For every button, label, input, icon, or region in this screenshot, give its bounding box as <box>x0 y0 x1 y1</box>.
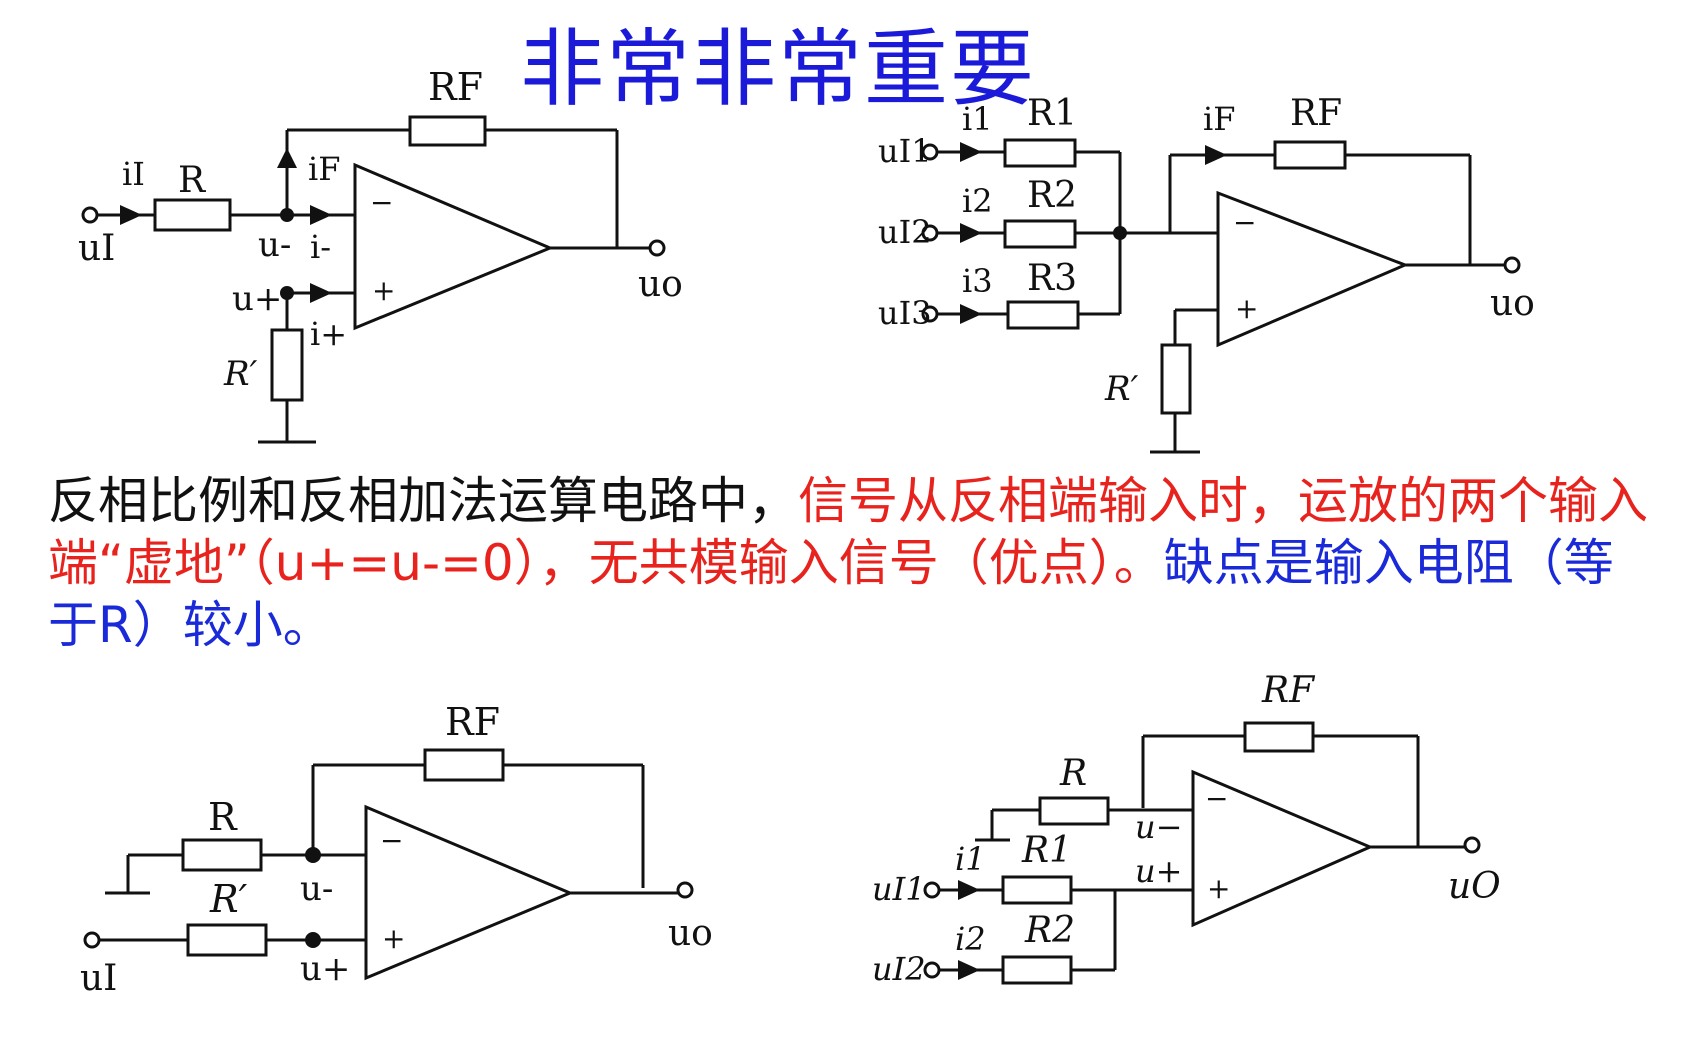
svg-text:+: + <box>372 274 395 307</box>
advantage-text: 信号从反相端输入时，运放的两个输入端“虚地”（u+=u-=0），无共模输入信号（… <box>48 472 1648 592</box>
svg-text:u-: u- <box>258 225 291 265</box>
svg-text:RF: RF <box>1290 93 1342 134</box>
svg-text:uI3: uI3 <box>878 294 932 332</box>
svg-text:i2: i2 <box>955 920 986 958</box>
svg-text:R1: R1 <box>1021 830 1072 871</box>
svg-text:+: + <box>1235 292 1258 325</box>
intro-text: 反相比例和反相加法运算电路中， <box>48 472 798 530</box>
current-arrow <box>277 148 297 168</box>
svg-text:R2: R2 <box>1027 175 1077 216</box>
svg-text:RF: RF <box>1261 670 1316 711</box>
svg-text:i-: i- <box>310 228 331 266</box>
svg-text:RF: RF <box>445 700 500 744</box>
svg-text:uI2: uI2 <box>878 213 932 251</box>
noninverting-circuit: − + RF R R′ u- u+ uI uo <box>80 700 713 999</box>
noninverting-summing-circuit: − + RF R R1 R2 i1 i2 u− u+ uI1 uI2 uO <box>872 670 1501 988</box>
svg-text:uo: uo <box>638 264 683 305</box>
svg-text:iF: iF <box>1203 100 1235 138</box>
svg-text:uo: uo <box>1490 283 1535 324</box>
svg-text:iF: iF <box>308 150 340 188</box>
svg-text:uI1: uI1 <box>878 132 932 170</box>
output-terminal <box>648 239 666 257</box>
svg-text:R3: R3 <box>1027 258 1077 299</box>
svg-text:i+: i+ <box>310 315 347 353</box>
svg-text:iI: iI <box>122 155 145 193</box>
svg-text:R: R <box>208 795 238 839</box>
inverting-summing-circuit: − + i1 i2 i3 R1 R2 R3 iF RF uI1 uI2 uI3 … <box>878 93 1535 454</box>
disadvantage-text: 缺点是输入电阻（等于R）较小。 <box>48 534 1614 654</box>
svg-text:uI: uI <box>78 228 115 269</box>
svg-text:R: R <box>178 160 206 201</box>
input-terminal <box>81 206 99 224</box>
page-title: 非常非常重要 <box>520 20 1037 118</box>
opamp <box>353 162 554 331</box>
resistor-rf <box>408 115 487 147</box>
svg-text:R1: R1 <box>1027 93 1077 134</box>
svg-text:+: + <box>1207 872 1230 905</box>
svg-text:i1: i1 <box>955 840 986 878</box>
current-arrow <box>120 205 142 225</box>
svg-text:u-: u- <box>300 869 333 909</box>
svg-text:R2: R2 <box>1024 910 1075 951</box>
resistor-rprime <box>270 328 304 402</box>
svg-text:i1: i1 <box>962 100 993 138</box>
resistor-r <box>153 198 232 232</box>
svg-text:R′: R′ <box>223 354 258 394</box>
svg-text:−: − <box>370 186 393 219</box>
svg-text:R′: R′ <box>1104 369 1139 409</box>
svg-text:uI: uI <box>80 958 117 999</box>
svg-text:uI2: uI2 <box>872 950 926 988</box>
svg-text:uO: uO <box>1448 866 1501 907</box>
svg-text:uo: uo <box>668 913 713 954</box>
svg-text:u+: u+ <box>1135 852 1182 890</box>
inverting-amplifier-circuit: − + iI R RF iF uI u- i- u+ i+ R′ uo <box>78 65 683 444</box>
explanation-paragraph: 反相比例和反相加法运算电路中，信号从反相端输入时，运放的两个输入端“虚地”（u+… <box>48 470 1648 656</box>
svg-text:RF: RF <box>428 65 483 109</box>
svg-text:u−: u− <box>1135 808 1182 846</box>
svg-text:uI1: uI1 <box>872 870 926 908</box>
svg-text:i3: i3 <box>962 262 993 300</box>
svg-text:i2: i2 <box>962 182 993 220</box>
svg-text:u+: u+ <box>300 949 350 989</box>
svg-text:+: + <box>382 922 405 955</box>
svg-text:−: − <box>1205 782 1228 815</box>
svg-text:−: − <box>380 824 403 857</box>
svg-text:−: − <box>1233 206 1256 239</box>
svg-text:u+: u+ <box>232 279 282 319</box>
svg-text:R′: R′ <box>209 877 248 921</box>
svg-text:R: R <box>1059 753 1087 794</box>
